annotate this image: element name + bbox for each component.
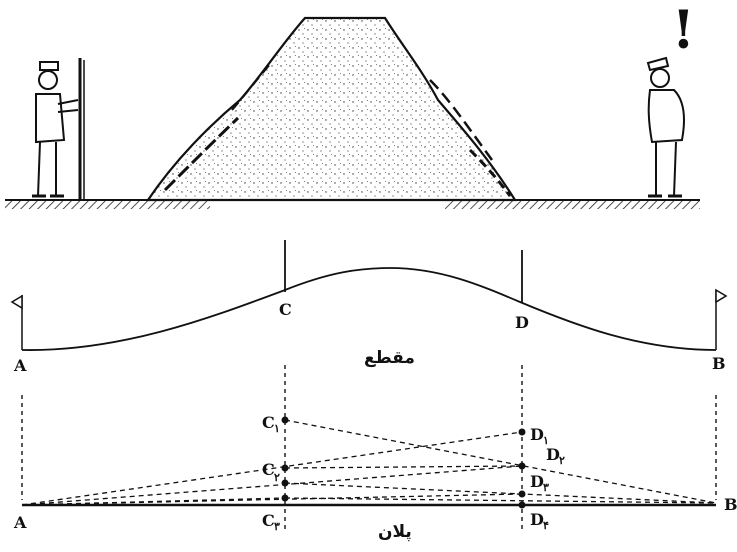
label-d2: D ۲ [546, 445, 565, 467]
point-d3 [518, 490, 526, 498]
hill-shading-right-lower [468, 148, 512, 197]
plan-title: پلان [378, 522, 412, 542]
plan-view: A B C ۱ C ۲ C ۳ D ۱ D ۲ D ۳ D ۴ [13, 365, 737, 542]
label-c1-letter: C [262, 413, 275, 432]
hill-shading-left [163, 116, 240, 192]
label-c2: C ۲ [262, 460, 280, 484]
point-d4 [518, 501, 526, 509]
plan-label-a: A [13, 513, 27, 532]
observer-head [650, 68, 670, 88]
exclamation-mark: ! [672, 0, 695, 61]
hill-shape [145, 16, 517, 202]
observer-figure [646, 56, 685, 198]
plan-label-b: B [724, 495, 737, 514]
label-d4-sub: ۴ [543, 519, 549, 532]
section-label-a: A [13, 356, 27, 375]
point-c3 [281, 494, 289, 502]
section-label-d: D [515, 313, 529, 332]
flag-b [715, 288, 728, 304]
surveyor-with-staff [32, 58, 85, 200]
hill-shading-left-upper [231, 61, 273, 111]
label-c3: C ۳ [262, 511, 280, 533]
label-d2-letter: D [546, 445, 560, 464]
label-d1-letter: D [530, 425, 544, 444]
label-c1: C ۱ [262, 413, 280, 435]
label-d1: D ۱ [530, 425, 549, 447]
point-c2b [281, 479, 289, 487]
label-d4: D ۴ [530, 510, 549, 532]
section-label-b: B [712, 354, 726, 373]
label-d2-sub: ۲ [559, 454, 565, 467]
label-c3-sub: ۳ [274, 520, 280, 533]
ground-hatch-left [5, 201, 210, 209]
label-c2-letter: C [262, 460, 275, 479]
section-label-c: C [279, 300, 292, 319]
hill-shading-right [429, 79, 494, 161]
label-c2-sub: ۲ [274, 471, 280, 484]
plan-points [281, 416, 526, 509]
section-profile: A B C D مقطع [10, 240, 728, 375]
surveyor-head [38, 70, 58, 90]
surveyor-body [35, 93, 66, 144]
ground-profile-curve [21, 267, 717, 351]
point-d2 [518, 462, 526, 470]
section-title: مقطع [364, 348, 415, 368]
label-d3-letter: D [530, 472, 544, 491]
ground-hatch-right [445, 201, 700, 209]
label-d4-letter: D [530, 510, 544, 529]
flag-a [10, 294, 23, 310]
label-c3-letter: C [262, 511, 275, 530]
hill-illustration: ! [5, 0, 700, 209]
point-c1 [281, 416, 289, 424]
label-d3-sub: ۳ [543, 481, 549, 494]
sight-lines [21, 419, 717, 506]
point-c2 [281, 464, 289, 472]
label-d3: D ۳ [530, 472, 549, 494]
label-c1-sub: ۱ [274, 422, 280, 435]
point-d1 [518, 428, 526, 436]
observer-body [647, 89, 685, 144]
label-d1-sub: ۱ [543, 434, 549, 447]
